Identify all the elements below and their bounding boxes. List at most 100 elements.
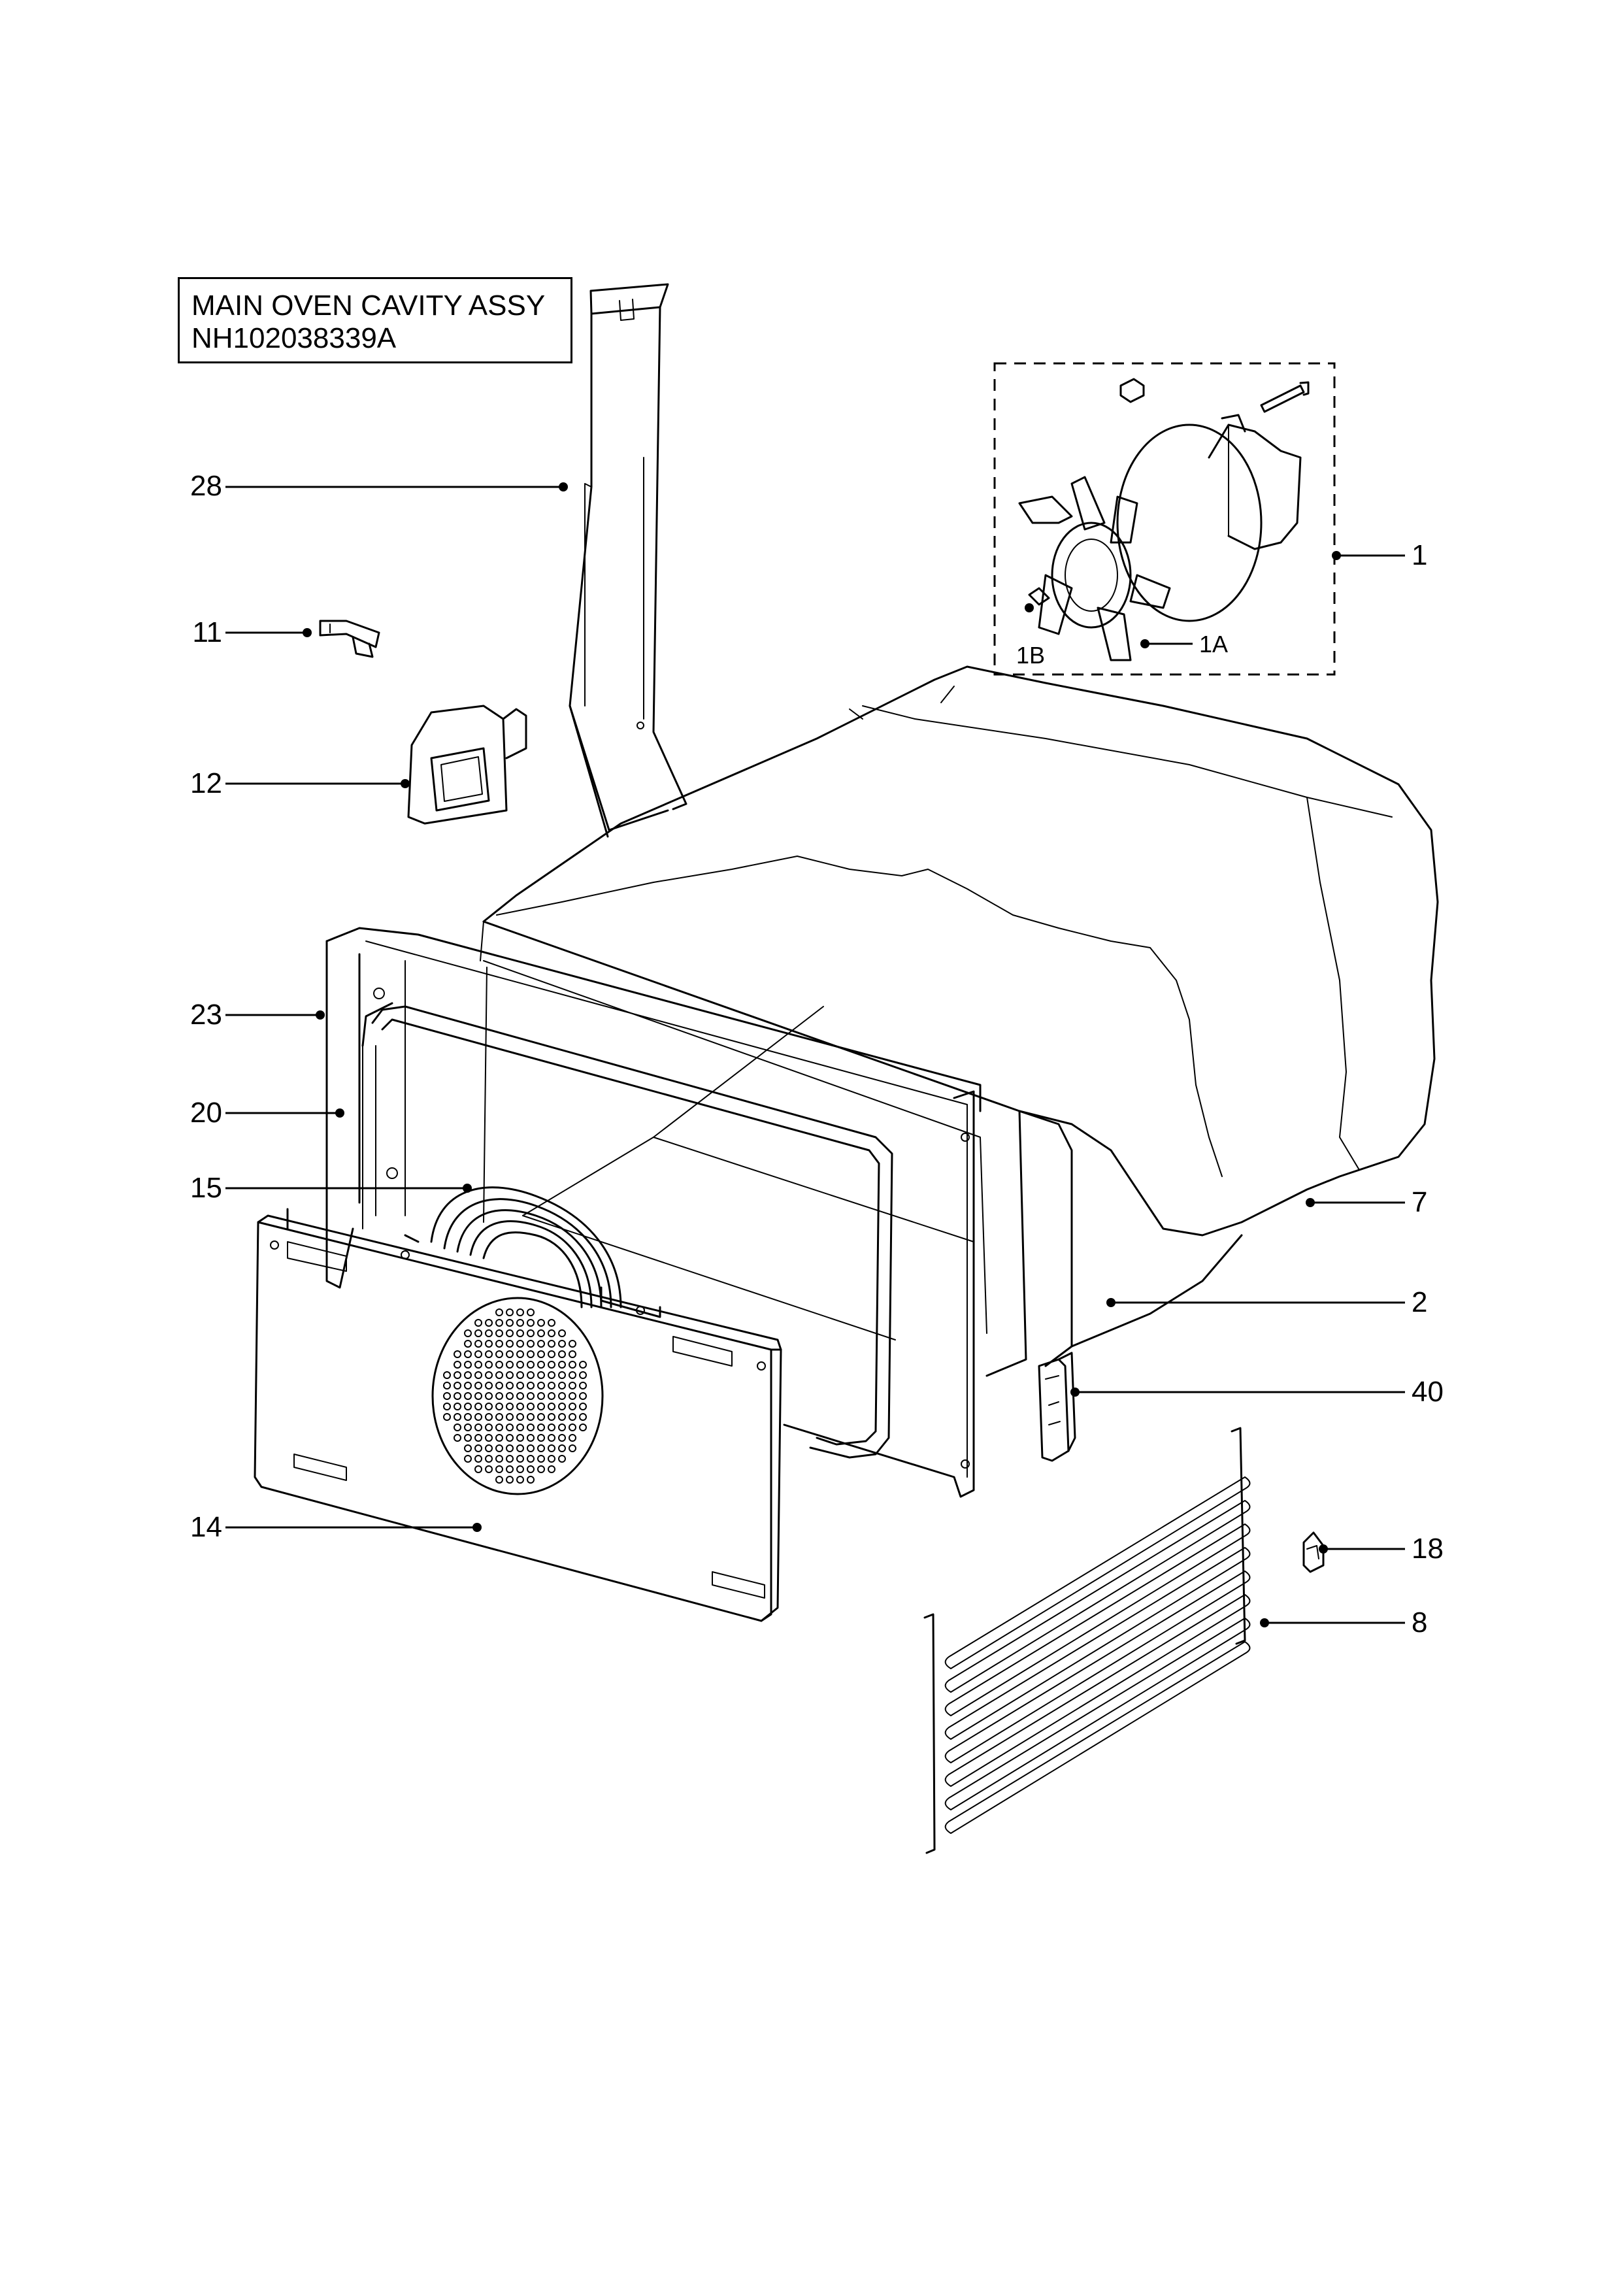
grille-hole [495, 1382, 503, 1389]
grille-hole [506, 1444, 514, 1452]
grille-hole [527, 1361, 535, 1369]
grille-hole [527, 1403, 535, 1410]
grille-hole [548, 1423, 555, 1431]
grille-hole [474, 1361, 482, 1369]
grille-hole [558, 1423, 566, 1431]
part-7-insulation-blanket [482, 665, 1439, 1237]
grille-hole [558, 1403, 566, 1410]
runner-wire [944, 1523, 1251, 1716]
grille-hole [495, 1319, 503, 1327]
runner-wire [944, 1641, 1251, 1834]
part-1-fan-motor-assembly [993, 362, 1336, 676]
grille-hole [454, 1392, 461, 1400]
grille-hole [558, 1350, 566, 1358]
grille-hole [464, 1413, 472, 1421]
grille-hole [474, 1329, 482, 1337]
grille-hole [485, 1382, 493, 1389]
grille-hole [516, 1382, 524, 1389]
grille-hole [558, 1444, 566, 1452]
callout-1b: 1B [1016, 642, 1046, 669]
callout-11: 11 [192, 616, 222, 648]
grille-hole [548, 1329, 555, 1337]
grille-hole [527, 1392, 535, 1400]
grille-hole [548, 1371, 555, 1379]
grille-hole [537, 1392, 545, 1400]
grille-hole [464, 1371, 472, 1379]
grille-hole [506, 1308, 514, 1316]
grille-hole [558, 1392, 566, 1400]
grille-hole [548, 1444, 555, 1452]
grille-hole [464, 1392, 472, 1400]
callout-18: 18 [1412, 1533, 1444, 1565]
grille-hole [495, 1465, 503, 1473]
grille-hole [516, 1444, 524, 1452]
grille-hole [495, 1350, 503, 1358]
callout-40: 40 [1412, 1376, 1444, 1408]
grille-hole [548, 1382, 555, 1389]
grille-hole [516, 1455, 524, 1463]
grille-hole [464, 1382, 472, 1389]
grille-hole [495, 1413, 503, 1421]
grille-hole [537, 1434, 545, 1442]
grille-hole [558, 1382, 566, 1389]
part-20-door-seal [361, 1002, 893, 1459]
grille-hole [569, 1350, 576, 1358]
diagram-title-box: MAIN OVEN CAVITY ASSY NH102038339A [178, 277, 572, 363]
grille-hole [495, 1392, 503, 1400]
grille-hole [558, 1455, 566, 1463]
grille-hole [464, 1444, 472, 1452]
grille-hole [474, 1392, 482, 1400]
grille-hole [464, 1403, 472, 1410]
grille-hole [548, 1319, 555, 1327]
grille-hole [516, 1329, 524, 1337]
grille-hole [506, 1403, 514, 1410]
grille-hole [506, 1413, 514, 1421]
grille-hole [516, 1465, 524, 1473]
callout-7: 7 [1412, 1186, 1428, 1218]
grille-hole [485, 1350, 493, 1358]
grille-hole [464, 1340, 472, 1348]
grille-hole [506, 1371, 514, 1379]
grille-hole [537, 1382, 545, 1389]
grille-hole [569, 1413, 576, 1421]
grille-hole [527, 1371, 535, 1379]
grille-hole [495, 1455, 503, 1463]
grille-hole [527, 1444, 535, 1452]
grille-hole [537, 1444, 545, 1452]
runner-wire [944, 1571, 1251, 1763]
grille-hole [454, 1413, 461, 1421]
grille-hole [454, 1361, 461, 1369]
part-11-clip [319, 620, 380, 658]
grille-hole [579, 1371, 587, 1379]
callout-23: 23 [190, 999, 222, 1031]
grille-hole [527, 1476, 535, 1484]
grille-hole [569, 1340, 576, 1348]
grille-hole [569, 1371, 576, 1379]
grille-hole [485, 1413, 493, 1421]
grille-hole [443, 1403, 451, 1410]
grille-hole [537, 1340, 545, 1348]
grille-hole [485, 1361, 493, 1369]
callout-14: 14 [190, 1511, 222, 1543]
runner-wire [944, 1476, 1251, 1669]
grille-hole [485, 1444, 493, 1452]
grille-hole [548, 1465, 555, 1473]
grille-hole [474, 1444, 482, 1452]
grille-hole [516, 1392, 524, 1400]
grille-hole [443, 1382, 451, 1389]
grille-hole [464, 1361, 472, 1369]
runner-wire [1231, 1427, 1246, 1645]
grille-hole [464, 1455, 472, 1463]
grille-hole [548, 1340, 555, 1348]
part-2-oven-cavity [480, 920, 1243, 1377]
grille-hole [506, 1361, 514, 1369]
grille-hole [527, 1340, 535, 1348]
grille-hole [558, 1434, 566, 1442]
grille-hole [506, 1329, 514, 1337]
grille-hole [485, 1434, 493, 1442]
grille-hole [495, 1403, 503, 1410]
grille-hole [516, 1319, 524, 1327]
grille-hole [558, 1361, 566, 1369]
grille-hole [548, 1403, 555, 1410]
grille-hole [516, 1371, 524, 1379]
